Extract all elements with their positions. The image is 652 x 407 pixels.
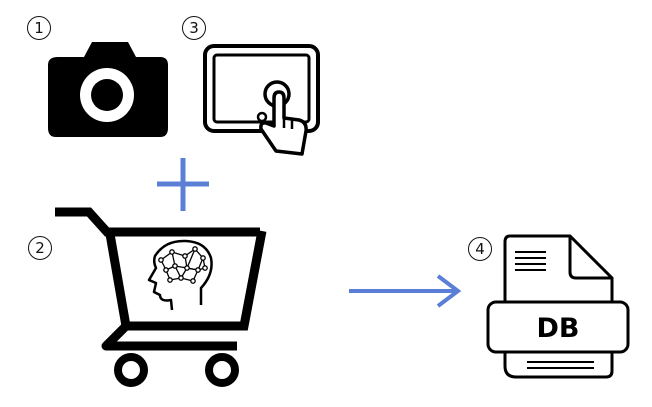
- marker-3: 3: [182, 16, 206, 40]
- marker-2: 2: [28, 236, 52, 260]
- plus-icon: [157, 158, 209, 211]
- marker-1: 1: [27, 16, 51, 40]
- touchscreen-tap-icon: [203, 44, 320, 156]
- database-label: DB: [537, 313, 580, 344]
- shopping-cart-icon: [55, 207, 267, 387]
- ai-brain-head-icon: [147, 239, 213, 311]
- camera-icon: [48, 42, 168, 137]
- marker-4: 4: [468, 237, 492, 261]
- right-arrow-icon: [349, 274, 462, 308]
- database-file-icon: DB: [486, 234, 630, 379]
